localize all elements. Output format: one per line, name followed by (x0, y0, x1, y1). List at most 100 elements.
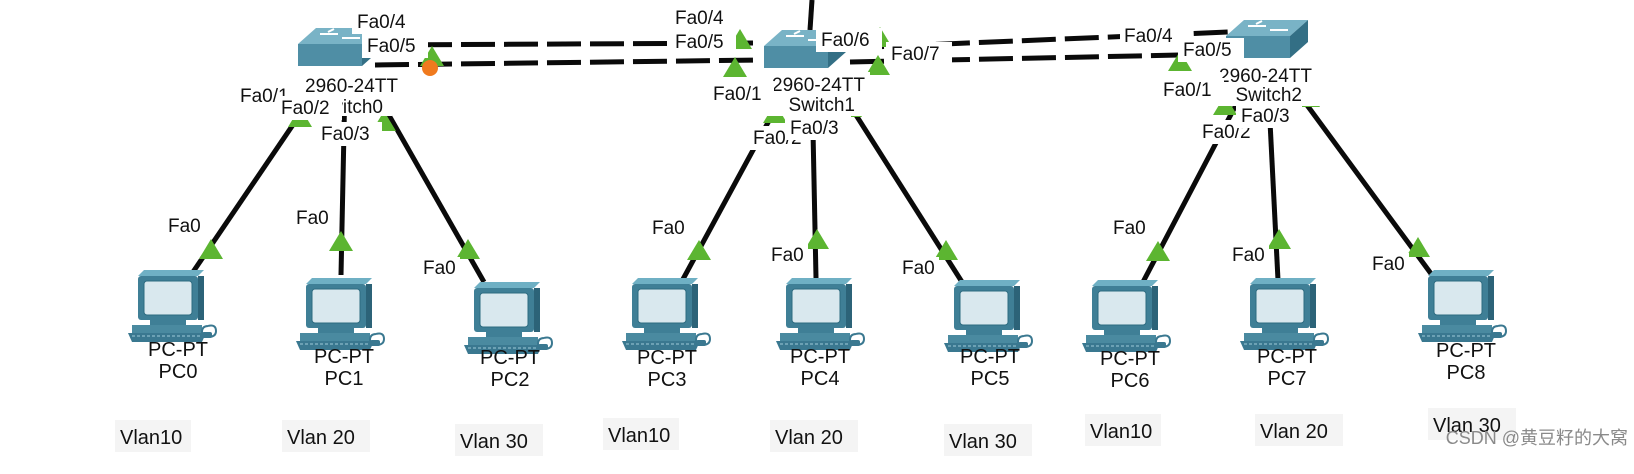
switch1-name: Switch1 (788, 95, 855, 116)
port-label-sw1-fa04: Fa0/4 (675, 8, 724, 29)
port-label-bg (165, 215, 205, 239)
pc-icon[interactable] (775, 277, 865, 351)
port-label-sw1-fa01: Fa0/1 (713, 84, 762, 105)
vlan-label-bg (1428, 408, 1516, 440)
vlan-label-bg (944, 424, 1032, 456)
link-up-indicator (1267, 229, 1291, 249)
pc-name-label: PC1 (325, 368, 364, 390)
vlan-label: Vlan10 (1090, 421, 1152, 443)
vlan-label-bg (1255, 414, 1343, 446)
pc-port-label: Fa0 (771, 245, 804, 266)
pc-model-label: PC-PT (790, 346, 850, 368)
watermark: CSDN @黄豆籽的大窝 (1446, 428, 1628, 448)
link-up-indicator (723, 57, 747, 77)
pc-icon[interactable] (1081, 279, 1171, 353)
pc-icon[interactable] (295, 277, 385, 351)
port-label-sw1-fa07: Fa0/7 (891, 44, 940, 65)
vlan-label-bg (282, 420, 370, 452)
link-up-indicator (199, 239, 223, 259)
link-blocked-indicator (422, 60, 438, 76)
port-label-bg (1369, 253, 1409, 277)
link-up-indicator (420, 46, 444, 66)
port-label-sw2-fa05: Fa0/5 (1183, 40, 1232, 61)
link-up-indicator (1406, 237, 1430, 257)
switch0-model: 2960-24TT (305, 76, 398, 97)
pc-port-label: Fa0 (1232, 245, 1265, 266)
port-label-sw1-fa05: Fa0/5 (675, 32, 724, 53)
link-up-indicator (329, 231, 353, 251)
port-label-bg (649, 217, 689, 241)
link-up-indicator (1146, 241, 1170, 261)
pc-name-label: PC8 (1447, 362, 1486, 384)
port-label-sw0-fa04: Fa0/4 (357, 12, 406, 33)
pc-icon[interactable] (943, 279, 1033, 353)
vlan-label: Vlan 20 (287, 427, 355, 449)
vlan-label: Vlan 20 (1260, 421, 1328, 443)
pc-port-label: Fa0 (652, 218, 685, 239)
pc-port-label: Fa0 (423, 258, 456, 279)
port-label-sw0-fa05: Fa0/5 (367, 36, 416, 57)
port-label-sw2-fa03: Fa0/3 (1241, 106, 1290, 127)
port-label-sw2-fa01: Fa0/1 (1163, 80, 1212, 101)
pc-icon[interactable] (127, 269, 217, 343)
pc-model-label: PC-PT (1436, 340, 1496, 362)
pc-name-label: PC0 (159, 361, 198, 383)
pc-model-label: PC-PT (1257, 346, 1317, 368)
port-label-bg (768, 244, 808, 268)
link-up-indicator (687, 240, 711, 260)
pc-icon[interactable] (621, 277, 711, 351)
pc-port-label: Fa0 (902, 258, 935, 279)
port-label-bg (1110, 217, 1150, 241)
port-label-sw0-fa02: Fa0/2 (281, 98, 330, 119)
pc-name-label: PC5 (971, 368, 1010, 390)
vlan-label: Vlan10 (608, 425, 670, 447)
pc-model-label: PC-PT (637, 347, 697, 369)
switch2-name: Switch2 (1235, 85, 1302, 106)
pc-icon[interactable] (463, 281, 553, 355)
port-label-bg (1229, 244, 1269, 268)
pc-icon[interactable] (1239, 277, 1329, 351)
pc-name-label: PC7 (1268, 368, 1307, 390)
pc-name-label: PC2 (491, 369, 530, 391)
port-label-sw1-fa03: Fa0/3 (790, 118, 839, 139)
link-up-indicator (805, 229, 829, 249)
vlan-label-bg (455, 424, 543, 456)
vlan-label-bg (770, 420, 858, 452)
switch2-model: 2960-24TT (1219, 66, 1312, 87)
cable-sw2-pc8 (1287, 80, 1435, 277)
port-label-sw2-fa04: Fa0/4 (1124, 26, 1173, 47)
link-up-indicator (866, 55, 890, 75)
port-label-bg (420, 257, 460, 281)
vlan-label: Vlan 20 (775, 427, 843, 449)
switch1-model: 2960-24TT (772, 75, 865, 96)
vlan-label: Vlan 30 (1433, 415, 1501, 437)
vlan-label: Vlan 30 (949, 431, 1017, 453)
vlan-label: Vlan10 (120, 427, 182, 449)
pc-port-label: Fa0 (168, 216, 201, 237)
pc-port-label: Fa0 (296, 208, 329, 229)
pc-model-label: PC-PT (480, 347, 540, 369)
pc-port-label: Fa0 (1372, 254, 1405, 275)
pc-model-label: PC-PT (1100, 348, 1160, 370)
pc-model-label: PC-PT (314, 346, 374, 368)
port-label-sw1-fa06: Fa0/6 (821, 30, 870, 51)
pc-name-label: PC3 (648, 369, 687, 391)
port-label-bg (293, 207, 333, 231)
port-label-sw0-fa03: Fa0/3 (321, 124, 370, 145)
link-up-indicator (934, 240, 958, 260)
pc-icon[interactable] (1417, 269, 1507, 343)
pc-model-label: PC-PT (960, 346, 1020, 368)
pc-port-label: Fa0 (1113, 218, 1146, 239)
pc-name-label: PC4 (801, 368, 840, 390)
